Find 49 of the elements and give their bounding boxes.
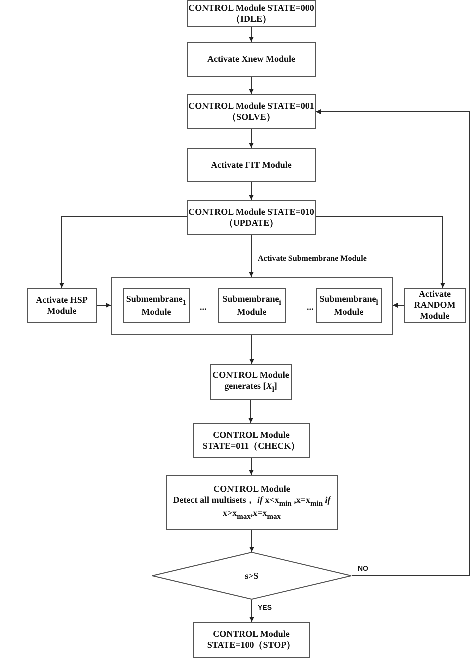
arrow — [250, 530, 254, 552]
arrow — [249, 26, 254, 42]
group-box — [111, 277, 393, 335]
process-box — [404, 288, 466, 323]
process-box — [193, 423, 310, 458]
node-text: CONTROL Module generates [X$_{l}$] — [212, 370, 290, 394]
node-body-text: Detect all multisets， if x<x$_{min}$ ,x=x$_{min}$ if x>x$_{max}$,x=x$_{max}$ — [172, 495, 332, 521]
decision-diamond — [152, 552, 352, 600]
node-text: Activate RANDOM Module — [413, 289, 457, 322]
process-box — [123, 288, 190, 323]
ellipsis-text: ... — [307, 302, 314, 312]
arrow — [392, 303, 404, 308]
arrow — [250, 600, 254, 622]
node-text: CONTROL Module STATE=011（CHECK） — [202, 430, 302, 452]
edge-label: Activate Submembrane Module — [257, 255, 368, 263]
arrow — [96, 303, 112, 308]
arrow — [60, 216, 188, 288]
process-box — [218, 288, 286, 323]
node-text: CONTROL Module STATE=100（STOP） — [206, 629, 297, 651]
process-box — [210, 364, 292, 400]
node-text: Activate FIT Module — [211, 160, 292, 170]
arrow — [249, 128, 254, 148]
arrow — [249, 458, 254, 476]
arrow — [316, 110, 470, 576]
process-box — [187, 148, 316, 182]
process-box — [166, 475, 338, 530]
process-box — [187, 200, 316, 235]
process-box — [187, 42, 316, 77]
node-text: Submembrane$_{1}$ Module — [125, 294, 188, 318]
arrow — [250, 334, 254, 364]
process-box — [27, 288, 97, 323]
arrow — [249, 234, 254, 278]
ellipsis-text: ... — [200, 302, 207, 312]
node-text: CONTROL Module — [214, 484, 290, 496]
node-text: CONTROL Module STATE=000（IDLE） — [188, 2, 315, 24]
node-text: Submembrane$_{i}$ Module — [222, 294, 282, 318]
arrow — [249, 182, 254, 200]
node-text: Activate HSP Module — [35, 294, 89, 316]
process-box — [187, 94, 316, 129]
node-text: s>S — [245, 570, 259, 582]
node-text: CONTROL Module STATE=001（SOLVE） — [188, 100, 315, 122]
arrow — [316, 216, 446, 288]
process-box — [193, 622, 310, 658]
arrow — [249, 76, 254, 94]
node-text: Activate Xnew Module — [208, 54, 296, 65]
node-text: CONTROL Module STATE=010（UPDATE） — [188, 206, 315, 228]
arrow — [248, 400, 254, 424]
node-text: Submembrane$_{l}$ Module — [318, 294, 380, 318]
process-box — [316, 288, 382, 323]
